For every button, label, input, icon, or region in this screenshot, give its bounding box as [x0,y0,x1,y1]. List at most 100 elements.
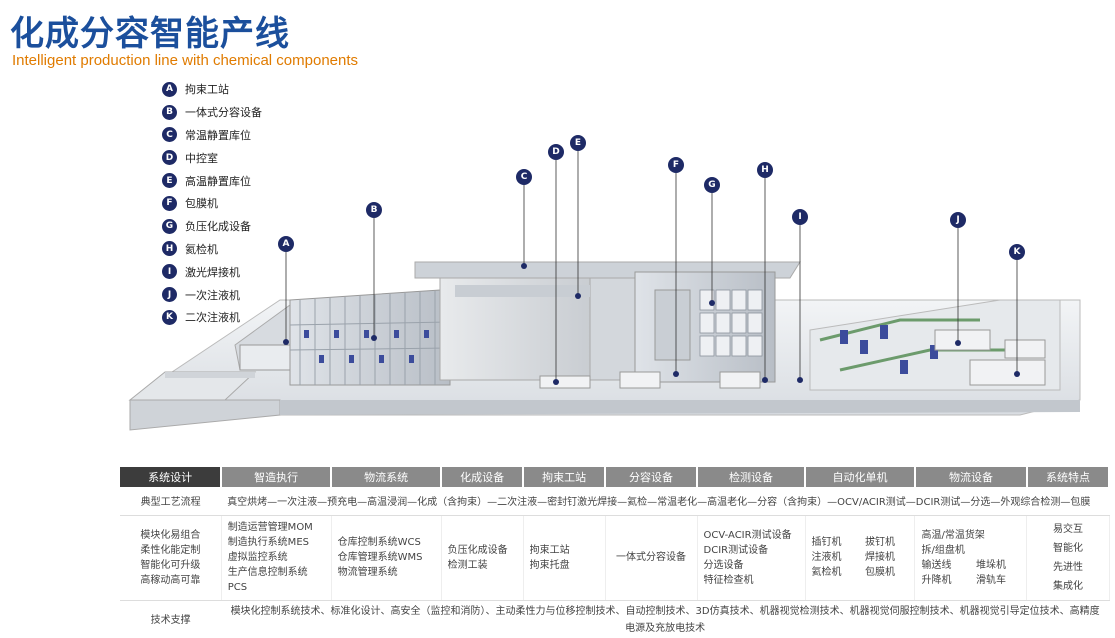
process-row: 典型工艺流程 真空烘烤—一次注液—预充电—高温浸润—化成（含拘束）—二次注液—密… [120,487,1109,516]
legend-badge: B [162,104,177,120]
callout-d: D [548,144,564,160]
legend-badge: A [162,81,177,97]
list-item: 插钉机 [811,537,842,548]
legend-item: C 常温静置库位 [162,124,292,147]
list-item: OCV-ACIR测试设备 [703,529,792,541]
testing-cell: OCV-ACIR测试设备 DCIR测试设备 分选设备 特征检查机 [697,515,806,601]
logistics-equipment-cell: 高温/常温货架 拆/组盘机 输送线 堆垛机 升降机 滑轨车 [914,515,1028,601]
storage-buildings [414,261,801,381]
header-logistics-equipment: 物流设备 [914,467,1028,487]
header-capacity: 分容设备 [605,467,699,487]
legend-label: 一次注液机 [185,288,240,302]
legend-badge: H [162,241,177,257]
list-item: 拘束工站 [529,544,570,556]
header-automation: 自动化单机 [805,467,916,487]
legend-badge: J [162,287,177,303]
list-item: 虚拟监控系统 [227,552,288,563]
list-item: 先进性 [1052,561,1083,573]
list-item: 仓库管理系统WMS [337,552,423,563]
list-item: 集成化 [1052,580,1083,592]
list-item: 滑轨车 [975,574,1006,586]
automation-grid: 插钉机 拔钉机 注液机 焊接机 氦检机 包膜机 [812,535,909,580]
spec-table: 系统设计 智造执行 物流系统 化成设备 拘束工站 分容设备 检测设备 自动化单机… [120,467,1111,638]
system-design-cell: 模块化易组合 柔性化能定制 智能化可升级 高稼动高可靠 [120,515,222,601]
list-item: 智能化可升级 [140,559,201,571]
legend-item: H 氦检机 [162,238,292,261]
page-subtitle: Intelligent production line with chemica… [12,52,359,69]
list-item: 负压化成设备 [447,544,508,556]
list-item: 物流管理系统 [337,567,398,578]
header-logistics-system: 物流系统 [331,467,443,487]
list-item: 输送线 [921,559,952,571]
list-item: 分选设备 [703,559,744,571]
legend-badge: C [162,127,177,143]
header-system-design: 系统设计 [120,467,223,487]
legend-badge: I [162,264,177,280]
legend-label: 常温静置库位 [185,128,251,142]
list-item: 制造执行系统MES [227,537,309,548]
legend-label: 一体式分容设备 [185,106,262,120]
list-item: 拆/组盘机 [921,544,965,556]
page-title: 化成分容智能产线 [10,14,290,54]
list-item: 注液机 [811,552,842,563]
automation-area [539,299,1061,391]
formation-cell: 负压化成设备 检测工装 [441,515,524,601]
list-item: 焊接机 [864,552,895,563]
process-label: 典型工艺流程 [120,487,222,516]
header-restraint: 拘束工站 [523,467,607,487]
list-item: 柔性化能定制 [140,544,201,556]
list-item: 检测工装 [447,559,488,571]
list-item: 模块化易组合 [140,529,201,541]
legend-label: 高温静置库位 [185,174,251,188]
header-formation: 化成设备 [441,467,525,487]
callout-c: C [516,169,532,185]
list-item: 包膜机 [864,567,895,578]
legend-item: F 包膜机 [162,192,292,215]
restraint-cell: 拘束工站 拘束托盘 [523,515,606,601]
automation-cell: 插钉机 拔钉机 注液机 焊接机 氦检机 包膜机 [805,515,916,601]
callout-leaders [285,150,1018,382]
formation-equipment-racks [634,271,776,383]
callout-anchor-dots [283,263,1020,385]
header-testing: 检测设备 [697,467,806,487]
list-item: 氦检机 [811,567,842,578]
legend-label: 氦检机 [185,242,218,256]
capacity-cell: 一体式分容设备 [605,515,698,601]
legend-label: 二次注液机 [185,311,240,325]
callout-i: I [792,209,808,225]
callout-j: J [950,212,966,228]
logistics-equipment-grid: 输送线 堆垛机 升降机 滑轨车 [921,558,1020,588]
legend-badge: F [162,195,177,211]
list-item: 高稼动高可靠 [140,574,201,586]
list-item: 拔钉机 [864,537,895,548]
callout-h: H [757,162,773,178]
list-item: 易交互 [1052,523,1083,535]
legend-badge: E [162,173,177,189]
tech-row: 技术支撑 模块化控制系统技术、标准化设计、高安全（监控和消防）、主动柔性力与位移… [120,600,1109,638]
callout-g: G [704,177,720,193]
callout-k: K [1009,244,1025,260]
header-manufacturing: 智造执行 [221,467,333,487]
legend-label: 负压化成设备 [185,220,251,234]
legend-label: 拘束工站 [185,83,229,97]
list-item: 特征检查机 [703,574,754,586]
legend-label: 中控室 [185,151,218,165]
list-item: 堆垛机 [975,559,1006,571]
list-item: 智能化 [1052,542,1083,554]
list-item: 高温/常温货架 [921,529,985,541]
spec-table-header: 系统设计 智造执行 物流系统 化成设备 拘束工站 分容设备 检测设备 自动化单机… [120,467,1111,487]
tech-label: 技术支撑 [150,614,191,626]
list-item: 升降机 [921,574,952,586]
tech-text: 模块化控制系统技术、标准化设计、高安全（监控和消防）、主动柔性力与位移控制技术、… [230,606,1100,635]
process-text: 真空烘烤—一次注液—预充电—高温浸润—化成（含拘束）—二次注液—密封钉激光焊接—… [221,487,1109,516]
legend-label: 包膜机 [185,197,218,211]
list-item: DCIR测试设备 [703,544,769,556]
mes-cell: 制造运营管理MOM 制造执行系统MES 虚拟监控系统 生产信息控制系统PCS [221,515,332,601]
features-cell: 易交互 智能化 先进性 集成化 [1026,515,1110,601]
production-line-diagram [128,150,1081,431]
